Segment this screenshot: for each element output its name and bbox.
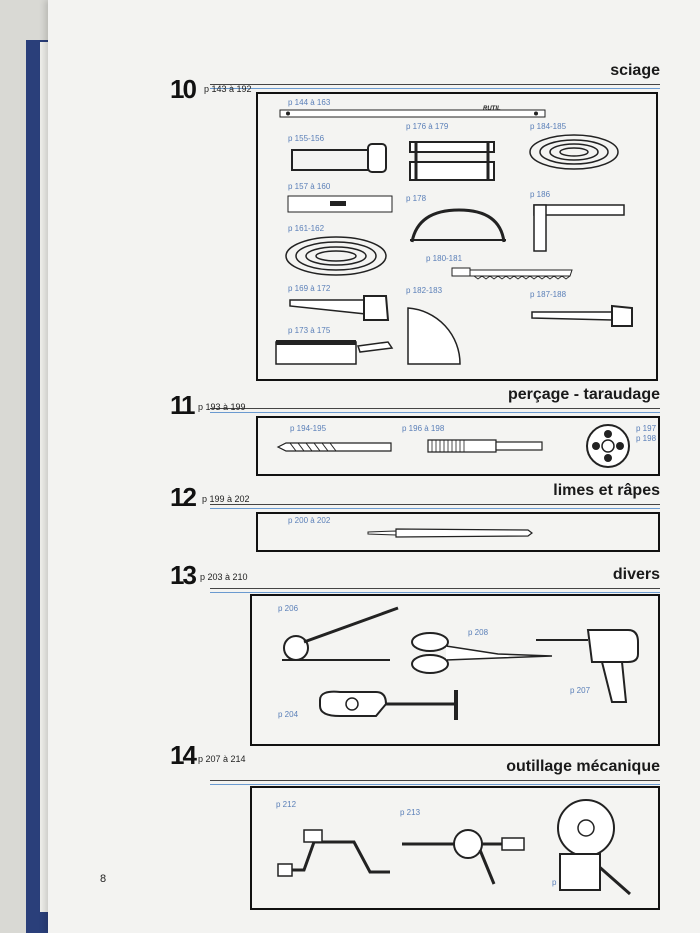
page-ref: p 184-185 [530,122,567,131]
die-icon [586,424,630,468]
section-page-range: p 193 à 199 [198,402,246,412]
sciage-tools-box: p 144 à 163 RUTIL p 155-156 p 176 à 179 … [256,92,658,381]
section-number: 12 [170,482,197,512]
brand-label: RUTIL [483,106,501,112]
page-ref: p 161-162 [288,224,325,233]
page-ref: p 212 [276,800,297,809]
bow-saw-icon [410,208,506,243]
pipe-cutter-icon [319,690,458,720]
section-title: limes et râpes [553,482,660,499]
outillage-tools-box: p 212 p 213 p 214 [250,786,660,910]
page-ref: p 196 à 198 [402,424,445,433]
pipe-bender-icon [282,606,399,661]
hacksaw-blade-icon: RUTIL [279,106,546,118]
hacksaw-frame-icon [291,143,387,173]
hand-drill-icon [402,829,525,885]
section-number: 14 [170,740,197,770]
page-ref: p 178 [406,194,427,203]
handsaw-icon [289,295,390,321]
saw-blade-icon [287,195,393,213]
page-ref: p 157 à 160 [288,182,331,191]
brace-icon [277,829,390,877]
page-number: 8 [100,873,107,885]
section-number: 10 [170,74,197,104]
section-limes: limes et râpes 12 p 199 à 202 [170,480,660,520]
page-ref: p 182-183 [406,286,443,295]
divers-tools-box: p 206 p 208 p 207 p 204 [250,594,660,746]
section-page-range: p 199 à 202 [202,494,250,504]
coiled-band-saw-icon [529,134,619,170]
page-ref: p 204 [278,710,299,719]
tap-icon [427,439,543,453]
circular-saw-blade-icon [407,307,461,365]
page-ref: p 200 à 202 [288,516,331,525]
section-number: 13 [170,560,197,590]
coiled-saw-blade-icon [285,236,387,276]
page-ref: p 173 à 175 [288,326,331,335]
page-ref: p 206 [278,604,299,613]
section-title: perçage - taraudage [507,386,660,403]
percage-tools-box: p 194-195 p 196 à 198 p 197 p 198 [256,416,660,476]
page-ref: p 144 à 163 [288,98,331,107]
page-ref: p 213 [400,808,421,817]
page-ref: p 169 à 172 [288,284,331,293]
page-ref: p 194-195 [290,424,327,433]
back-saw-icon [275,340,394,365]
page-ref: p 208 [468,628,489,637]
section-page-range: p 207 à 214 [198,754,246,764]
section-outillage: outillage mécanique 14 p 207 à 214 [170,740,660,785]
section-sciage: sciage 10 p 143 à 192 [170,60,660,385]
pruning-saw-blade-icon [451,267,573,280]
page-ref: p 155-156 [288,134,325,143]
page-ref: p 180-181 [426,254,463,263]
section-divers: divers 13 p 203 à 210 [170,560,660,600]
section-page-range: p 203 à 210 [200,572,248,582]
drill-bit-icon [276,442,392,452]
section-page-range: p 143 à 192 [204,84,252,94]
page-ref: p 187-188 [530,290,567,299]
section-title: divers [612,566,660,583]
section-title: sciage [610,62,660,79]
file-icon [367,528,533,538]
bench-grinder-icon [557,799,631,896]
limes-tools-box: p 200 à 202 [256,512,660,552]
keyhole-saw-icon [531,304,633,327]
miter-box-icon [409,141,495,181]
section-title: outillage mécanique [506,758,660,775]
soldering-gun-icon [536,629,639,703]
page-ref: p 198 [636,434,657,443]
section-percage: perçage - taraudage 11 p 193 à 199 [170,384,660,424]
tin-snips-icon [411,632,553,674]
page-ref: p 176 à 179 [406,122,449,131]
carpenter-square-icon [533,204,625,252]
page-ref: p 186 [530,190,551,199]
page-ref: p 207 [570,686,591,695]
section-number: 11 [170,390,195,420]
page-ref: p 197 [636,424,657,433]
